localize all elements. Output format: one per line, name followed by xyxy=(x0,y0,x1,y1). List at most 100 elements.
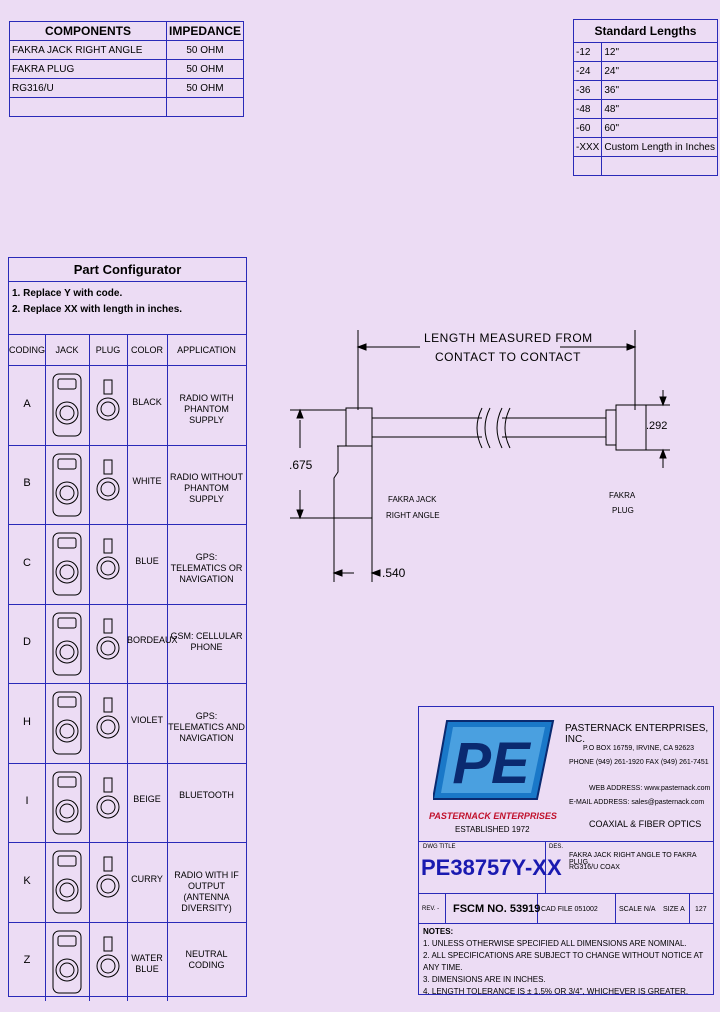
company-email: E-MAIL ADDRESS: sales@pasternack.com xyxy=(569,799,705,806)
plug-connector-icon xyxy=(96,379,120,421)
plug-connector-icon xyxy=(96,936,120,977)
size: SIZE A xyxy=(663,906,685,913)
application-cell: RADIO WITHOUT PHANTOM SUPPLY xyxy=(170,472,243,505)
plug-connector-icon xyxy=(96,777,120,818)
configurator-title: Part Configurator xyxy=(9,258,246,282)
application-cell: RADIO WITH IF OUTPUT (ANTENNA DIVERSITY) xyxy=(174,869,239,913)
length-code: -48 xyxy=(572,99,603,119)
color-cell: WHITE xyxy=(132,476,162,487)
instruction-step-1: 1. Replace Y with code. xyxy=(12,288,123,299)
logo-text: PE xyxy=(452,731,532,796)
length-value: 24" xyxy=(601,61,718,81)
length-code: -36 xyxy=(572,80,603,100)
configurator-header: PLUG xyxy=(95,345,121,355)
jack-label-line-1: FAKRA JACK xyxy=(388,495,437,504)
coding-cell: A xyxy=(23,397,31,410)
length-code: -12 xyxy=(572,42,603,62)
coding-cell: B xyxy=(23,477,31,490)
fscm-number: FSCM NO. 53919 xyxy=(453,903,541,915)
height-dimension: .675 xyxy=(289,458,313,472)
logo-caption: PASTERNACK ENTERPRISES xyxy=(429,811,557,821)
jack-connector-icon xyxy=(52,691,82,755)
configurator-header: JACK xyxy=(55,345,79,355)
length-value: Custom Length in Inches xyxy=(601,137,718,157)
color-cell: VIOLET xyxy=(130,714,163,725)
coding-cell: H xyxy=(23,715,31,728)
coding-cell: D xyxy=(23,636,31,649)
length-value xyxy=(601,156,718,176)
application-cell: RADIO WITH PHANTOM SUPPLY xyxy=(179,392,234,425)
title-block: PE PASTERNACK ENTERPRISES ESTABLISHED 19… xyxy=(418,706,714,998)
plug-connector-icon xyxy=(96,538,120,580)
note-3: 3. DIMENSIONS ARE IN INCHES. xyxy=(423,975,546,984)
plug-label-line-2: PLUG xyxy=(612,506,634,515)
company-web: WEB ADDRESS: www.pasternack.com xyxy=(589,785,711,792)
coding-cell: K xyxy=(23,874,31,887)
impedance-cell xyxy=(165,97,245,117)
company-name: PASTERNACK ENTERPRISES, INC. xyxy=(565,723,709,745)
length-value: 36" xyxy=(601,80,718,100)
application-cell: GPS: TELEMATICS OR NAVIGATION xyxy=(170,551,243,584)
color-cell: WATER BLUE xyxy=(131,953,163,975)
configurator-header: APPLICATION xyxy=(177,345,236,355)
impedance-cell: 50 OHM xyxy=(165,59,245,79)
pasternack-logo: PE xyxy=(433,720,555,800)
revision: REV. - xyxy=(422,906,440,912)
length-value: 48" xyxy=(601,99,718,119)
components-table: COMPONENTS IMPEDANCE FAKRA JACK RIGHT AN… xyxy=(9,21,245,117)
standard-lengths-title: Standard Lengths xyxy=(573,19,718,43)
length-label-line-2: CONTACT TO CONTACT xyxy=(435,350,581,364)
application-cell: BLUETOOTH xyxy=(179,790,234,801)
length-code: -XXX xyxy=(572,137,603,157)
application-cell: GPS: TELEMATICS AND NAVIGATION xyxy=(168,710,245,743)
scale: SCALE N/A xyxy=(619,906,656,913)
company-tagline: COAXIAL & FIBER OPTICS xyxy=(589,819,702,829)
cable-assembly-drawing xyxy=(290,330,670,582)
plug-connector-icon xyxy=(96,697,120,739)
sheet-number: 127 xyxy=(695,906,707,913)
plug-connector-icon xyxy=(96,459,120,500)
length-code xyxy=(572,156,603,176)
width-dimension: .540 xyxy=(382,566,406,580)
component-cell: FAKRA JACK RIGHT ANGLE xyxy=(9,40,167,60)
instruction-step-2: 2. Replace XX with length in inches. xyxy=(12,304,183,315)
components-header: COMPONENTS xyxy=(9,21,167,41)
notes: NOTES: 1. UNLESS OTHERWISE SPECIFIED ALL… xyxy=(423,926,711,998)
jack-label-line-2: RIGHT ANGLE xyxy=(386,511,440,520)
impedance-cell: 50 OHM xyxy=(165,78,245,98)
part-configurator: Part Configurator 1. Replace Y with code… xyxy=(8,257,247,1001)
configurator-instructions: 1. Replace Y with code. 2. Replace XX wi… xyxy=(9,288,246,335)
impedance-header: IMPEDANCE xyxy=(165,21,245,41)
length-code: -24 xyxy=(572,61,603,81)
plug-connector-icon xyxy=(96,856,120,898)
color-cell: BEIGE xyxy=(133,794,161,805)
application-cell: GSM: CELLULAR PHONE xyxy=(170,631,243,653)
application-cell: NEUTRAL CODING xyxy=(185,949,228,971)
configurator-header: CODING xyxy=(9,345,45,355)
jack-connector-icon xyxy=(52,612,82,675)
jack-connector-icon xyxy=(52,532,82,596)
color-cell: BORDEAUX xyxy=(127,635,178,646)
impedance-cell: 50 OHM xyxy=(165,40,245,60)
company-phone: PHONE (949) 261-1920 FAX (949) 261-7451 xyxy=(569,759,709,766)
component-cell xyxy=(9,97,167,117)
length-label-line-1: LENGTH MEASURED FROM xyxy=(424,331,593,345)
plug-dimension: .292 xyxy=(646,420,668,432)
description-line-1: FAKRA JACK RIGHT ANGLE TO FAKRA PLUG, xyxy=(569,852,697,866)
length-value: 12" xyxy=(601,42,718,62)
jack-connector-icon xyxy=(52,771,82,834)
notes-title: NOTES: xyxy=(423,927,454,936)
plug-connector-icon xyxy=(96,618,120,659)
component-cell: RG316/U xyxy=(9,78,167,98)
note-1: 1. UNLESS OTHERWISE SPECIFIED ALL DIMENS… xyxy=(423,939,687,948)
note-2: 2. ALL SPECIFICATIONS ARE SUBJECT TO CHA… xyxy=(423,951,704,972)
jack-connector-icon xyxy=(52,373,82,437)
jack-connector-icon xyxy=(52,850,82,914)
color-cell: BLUE xyxy=(135,555,159,566)
part-number: PE38757Y-XX xyxy=(421,855,562,880)
description-line-2: RG316/U COAX xyxy=(569,864,620,871)
coding-cell: Z xyxy=(23,954,31,967)
des-label: DES. xyxy=(549,844,564,850)
cad-file: CAD FILE 051002 xyxy=(541,906,598,913)
